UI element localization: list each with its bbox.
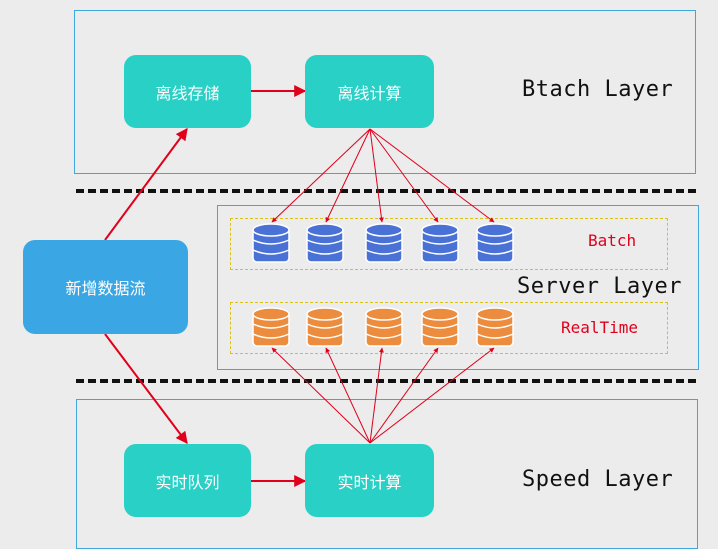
realtime-compute-node: 实时计算 <box>305 444 434 517</box>
server-layer-box <box>217 205 699 370</box>
database-icon <box>365 307 403 347</box>
database-icon <box>421 223 459 263</box>
database-icon <box>476 223 514 263</box>
realtime-queue-node: 实时队列 <box>124 444 251 517</box>
realtime-group-label: RealTime <box>561 318 639 337</box>
batch-layer-box <box>74 10 696 174</box>
new-data-stream-node: 新增数据流 <box>23 240 188 334</box>
arrow-offline-to-batch-db-4 <box>369 128 439 223</box>
arrow-offline-to-batch-db-5 <box>369 128 495 223</box>
batch-db-icons <box>252 223 514 263</box>
speed-layer-label: Speed Layer <box>522 467 674 492</box>
database-icon <box>252 307 290 347</box>
database-icon <box>365 223 403 263</box>
arrow-source-to-queue <box>104 333 188 444</box>
arrow-source-to-storage <box>104 128 188 241</box>
batch-server-separator <box>76 189 696 193</box>
database-icon <box>476 307 514 347</box>
arrow-offline-to-batch-db-2 <box>325 128 371 223</box>
server-speed-separator <box>76 379 696 383</box>
database-icon <box>306 307 344 347</box>
offline-compute-node: 离线计算 <box>305 55 434 128</box>
arrow-realtime-to-rt-db-2 <box>325 347 371 444</box>
realtime-view-group <box>230 302 668 354</box>
arrow-offline-to-batch-db-1 <box>271 128 371 223</box>
arrow-realtime-to-rt-db-1 <box>271 347 371 444</box>
realtime-db-icons <box>252 307 514 347</box>
server-layer-label: Server Layer <box>517 274 682 299</box>
batch-view-group <box>230 218 668 270</box>
database-icon <box>306 223 344 263</box>
arrow-realtime-to-rt-db-3 <box>369 347 384 444</box>
arrow-realtime-to-rt-db-5 <box>369 347 495 444</box>
batch-group-label: Batch <box>588 231 637 250</box>
arrow-realtime-to-rt-db-4 <box>369 347 439 444</box>
database-icon <box>421 307 459 347</box>
offline-storage-node: 离线存储 <box>124 55 251 128</box>
batch-layer-label: Btach Layer <box>522 77 674 102</box>
database-icon <box>252 223 290 263</box>
arrow-offline-to-batch-db-3 <box>369 128 384 223</box>
